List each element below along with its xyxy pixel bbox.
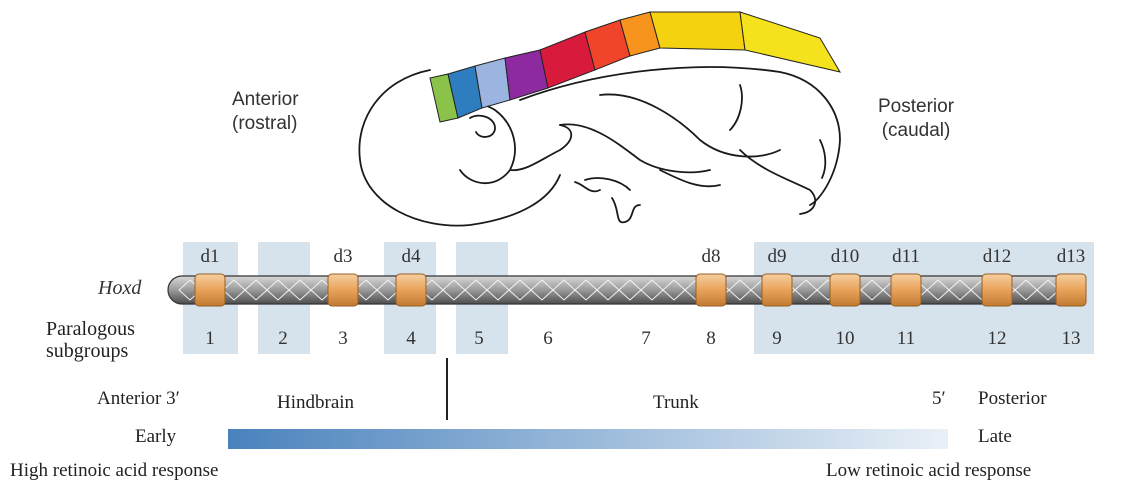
domain-label: d10 bbox=[831, 246, 860, 267]
subgroup-number: 8 bbox=[706, 328, 716, 349]
axis-anterior-label: Anterior 3′ bbox=[97, 388, 180, 410]
embryo-illustration bbox=[0, 0, 1126, 236]
domain-label: d13 bbox=[1057, 246, 1086, 267]
neural-tube-segments bbox=[430, 12, 840, 122]
hox-gene bbox=[396, 274, 426, 306]
domain-label: d9 bbox=[768, 246, 787, 267]
subgroup-number: 6 bbox=[543, 328, 553, 349]
domain-label: d3 bbox=[334, 246, 353, 267]
hox-gene bbox=[891, 274, 921, 306]
subgroup-number: 7 bbox=[641, 328, 651, 349]
subgroup-number: 9 bbox=[772, 328, 782, 349]
subgroup-number: 12 bbox=[988, 328, 1007, 349]
neural-tube-segment bbox=[650, 12, 745, 50]
low-retinoic-label: Low retinoic acid response bbox=[826, 460, 1031, 482]
hox-gene bbox=[195, 274, 225, 306]
axis-anterior-text: Anterior bbox=[97, 388, 161, 409]
axis-posterior-label: Posterior bbox=[978, 388, 1047, 410]
subgroup-number: 10 bbox=[836, 328, 855, 349]
domain-label: d12 bbox=[983, 246, 1012, 267]
late-label: Late bbox=[978, 426, 1012, 448]
anterior-label: Anterior bbox=[232, 88, 299, 112]
hox-gene bbox=[328, 274, 358, 306]
subgroup-number: 3 bbox=[338, 328, 348, 349]
hox-gene bbox=[762, 274, 792, 306]
subgroup-number: 13 bbox=[1062, 328, 1081, 349]
neural-tube-segment bbox=[740, 12, 840, 72]
rostral-label: (rostral) bbox=[232, 112, 299, 136]
early-label: Early bbox=[135, 426, 176, 448]
caudal-label: (caudal) bbox=[878, 119, 954, 143]
high-retinoic-label: High retinoic acid response bbox=[10, 460, 218, 482]
hoxd-label: Hoxd bbox=[98, 277, 141, 300]
neural-tube-segment bbox=[475, 58, 510, 108]
subgroup-number: 5 bbox=[474, 328, 484, 349]
subgroup-number: 4 bbox=[406, 328, 416, 349]
embryo-body bbox=[520, 67, 840, 205]
hindbrain-label: Hindbrain bbox=[277, 392, 354, 414]
paralogous-subgroups-label: Paralogous subgroups bbox=[46, 318, 135, 362]
domain-label: d8 bbox=[702, 246, 721, 267]
subgroup-number: 11 bbox=[897, 328, 915, 349]
five-prime-label: 5′ bbox=[932, 388, 946, 410]
hox-gene bbox=[982, 274, 1012, 306]
anterior-rostral-label: Anterior (rostral) bbox=[232, 88, 299, 136]
time-gradient-bar bbox=[228, 429, 948, 449]
subgroup-number: 1 bbox=[205, 328, 215, 349]
hindbrain-trunk-divider bbox=[446, 358, 448, 420]
trunk-label: Trunk bbox=[653, 392, 699, 414]
posterior-caudal-label: Posterior (caudal) bbox=[878, 95, 954, 143]
paralogous-label-line2: subgroups bbox=[46, 340, 135, 362]
three-prime-label: 3′ bbox=[166, 388, 180, 409]
posterior-label: Posterior bbox=[878, 95, 954, 119]
subgroup-number: 2 bbox=[278, 328, 288, 349]
hox-gene bbox=[696, 274, 726, 306]
hox-gene bbox=[830, 274, 860, 306]
paralogous-label-line1: Paralogous bbox=[46, 318, 135, 340]
domain-label: d1 bbox=[201, 246, 220, 267]
domain-label: d4 bbox=[402, 246, 422, 267]
domain-label: d11 bbox=[892, 246, 920, 267]
hox-gene bbox=[1056, 274, 1086, 306]
